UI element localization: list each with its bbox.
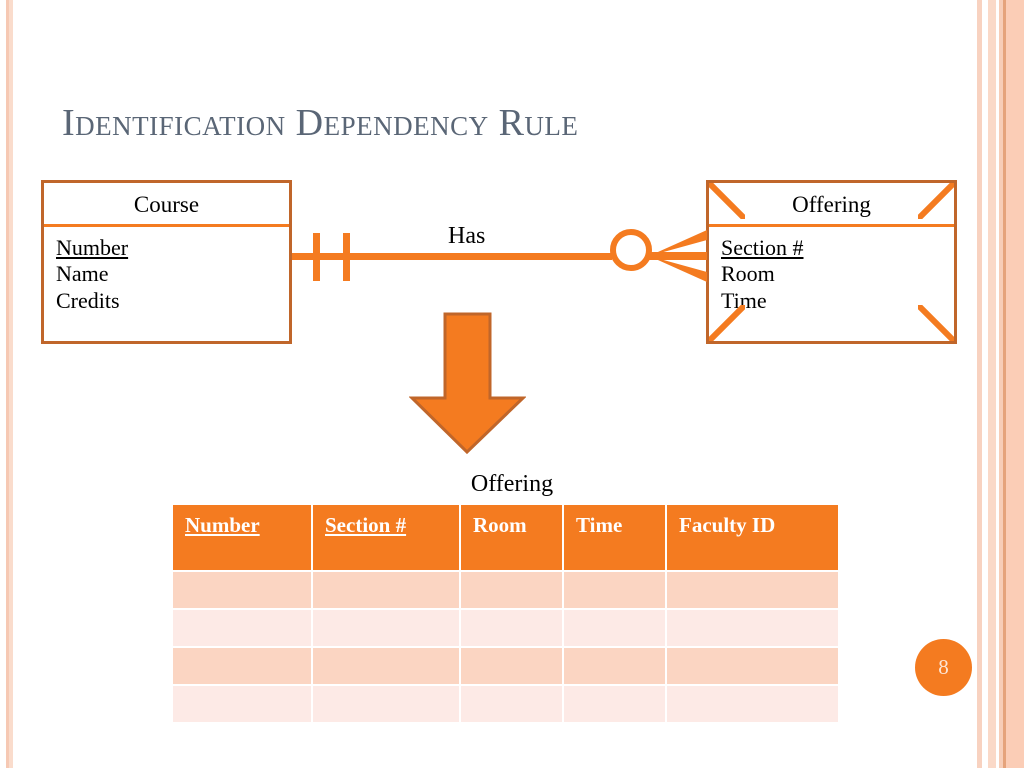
table-cell[interactable] bbox=[313, 610, 459, 646]
cardinality-optional-circle-icon bbox=[610, 229, 652, 271]
attribute-course-name: Name bbox=[56, 261, 109, 287]
entity-name-offering: Offering bbox=[709, 183, 954, 227]
left-edge-stripe-outer bbox=[6, 0, 9, 768]
column-header-section[interactable]: Section # bbox=[313, 505, 459, 570]
column-header-room[interactable]: Room bbox=[461, 505, 562, 570]
table-cell[interactable] bbox=[173, 572, 311, 608]
table-cell[interactable] bbox=[564, 610, 665, 646]
table-row bbox=[173, 610, 838, 646]
column-header-section-label: Section # bbox=[325, 513, 407, 537]
cardinality-one-bar-second-icon bbox=[343, 233, 350, 281]
table-body bbox=[173, 572, 838, 722]
column-header-room-label: Room bbox=[473, 513, 527, 537]
table-cell[interactable] bbox=[667, 610, 838, 646]
table-cell[interactable] bbox=[667, 686, 838, 722]
table-cell[interactable] bbox=[461, 610, 562, 646]
table-cell[interactable] bbox=[173, 648, 311, 684]
table-cell[interactable] bbox=[461, 648, 562, 684]
table-cell[interactable] bbox=[564, 572, 665, 608]
table-cell[interactable] bbox=[313, 686, 459, 722]
table-cell[interactable] bbox=[313, 572, 459, 608]
column-header-time[interactable]: Time bbox=[564, 505, 665, 570]
right-edge-stripe-1 bbox=[977, 0, 982, 768]
table-cell[interactable] bbox=[461, 686, 562, 722]
column-header-number[interactable]: Number bbox=[173, 505, 311, 570]
entity-box-course: Course Number Name Credits bbox=[41, 180, 292, 344]
entity-box-offering: Offering Section # Room Time bbox=[706, 180, 957, 344]
page-title: Identification Dependency Rule bbox=[62, 102, 579, 144]
cardinality-crows-foot-icon bbox=[649, 230, 707, 282]
cardinality-one-bar-first-icon bbox=[313, 233, 320, 281]
attribute-offering-room: Room bbox=[721, 261, 775, 287]
table-cell[interactable] bbox=[667, 572, 838, 608]
down-arrow-icon bbox=[409, 312, 526, 455]
entity-attributes-offering: Section # Room Time bbox=[709, 227, 954, 314]
entity-name-course: Course bbox=[44, 183, 289, 227]
column-header-faculty[interactable]: Faculty ID bbox=[667, 505, 838, 570]
relationship-connector-line bbox=[292, 253, 612, 260]
attribute-course-number: Number bbox=[56, 235, 129, 260]
attribute-course-credits: Credits bbox=[56, 287, 120, 313]
column-header-number-label: Number bbox=[185, 513, 260, 537]
attribute-offering-time: Time bbox=[721, 287, 767, 313]
table-cell[interactable] bbox=[173, 686, 311, 722]
table-cell[interactable] bbox=[313, 648, 459, 684]
table-cell[interactable] bbox=[564, 686, 665, 722]
table-cell[interactable] bbox=[564, 648, 665, 684]
left-edge-stripe-inner bbox=[9, 0, 13, 768]
right-edge-stripe-6 bbox=[1003, 0, 1006, 768]
table-row bbox=[173, 686, 838, 722]
right-edge-stripe-2 bbox=[982, 0, 988, 768]
column-header-time-label: Time bbox=[576, 513, 623, 537]
right-edge-stripe-7 bbox=[1006, 0, 1024, 768]
table-cell[interactable] bbox=[173, 610, 311, 646]
right-edge-stripe-3 bbox=[988, 0, 996, 768]
table-row bbox=[173, 572, 838, 608]
table-row bbox=[173, 648, 838, 684]
right-edge-stripe-4 bbox=[996, 0, 999, 768]
right-edge-stripe-5 bbox=[999, 0, 1003, 768]
column-header-faculty-label: Faculty ID bbox=[679, 513, 776, 537]
table-cell[interactable] bbox=[667, 648, 838, 684]
entity-attributes-course: Number Name Credits bbox=[44, 227, 289, 314]
table-cell[interactable] bbox=[461, 572, 562, 608]
slide-number-badge: 8 bbox=[915, 639, 972, 696]
attribute-offering-section: Section # bbox=[721, 235, 804, 260]
relation-table-offering: Number Section # Room Time Faculty ID bbox=[171, 503, 840, 724]
relationship-label-has: Has bbox=[448, 223, 486, 249]
table-header-row: Number Section # Room Time Faculty ID bbox=[173, 505, 838, 570]
relation-table-caption: Offering bbox=[470, 471, 554, 497]
